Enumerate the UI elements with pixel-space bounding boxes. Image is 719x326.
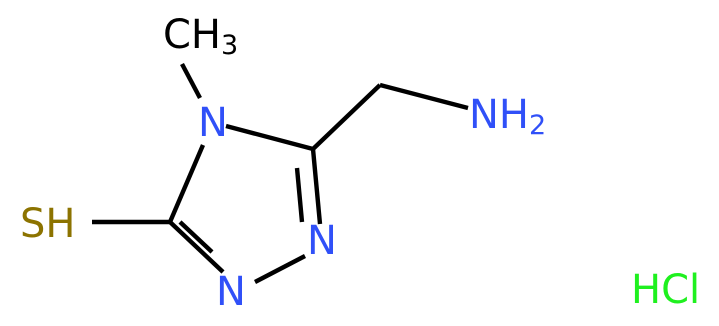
bond-n1-n2 [253,254,307,284]
bond-n2-c3-b [178,220,214,254]
atom-label-n2: N [216,269,246,315]
atom-label-methyl-main: CH [163,12,221,58]
atom-label-amine-sub: 2 [529,110,546,141]
atom-labels: CH3 N NH2 SH N N HCl [20,12,700,315]
bond-c5-ch2 [311,83,382,151]
atom-label-amine-main: NH [469,92,529,138]
bonds [92,62,469,284]
bond-c3-n4 [167,144,206,223]
bond-n2-c3-a [168,220,225,274]
atom-label-methyl-sub: 3 [221,30,238,61]
bond-n4-c5 [225,123,314,152]
bond-c5-n1-a [310,148,323,225]
atom-label-n1: N [307,218,337,264]
bond-n4-methyl [180,62,202,100]
atom-label-n4: N [198,100,228,146]
atom-label-amine: NH2 [469,92,546,141]
salt-label-hcl: HCl [631,267,700,313]
bond-ch2-amine [379,82,469,111]
atom-label-methyl: CH3 [163,12,238,61]
bond-c5-n1-b [294,167,305,223]
atom-label-thiol: SH [20,201,75,247]
